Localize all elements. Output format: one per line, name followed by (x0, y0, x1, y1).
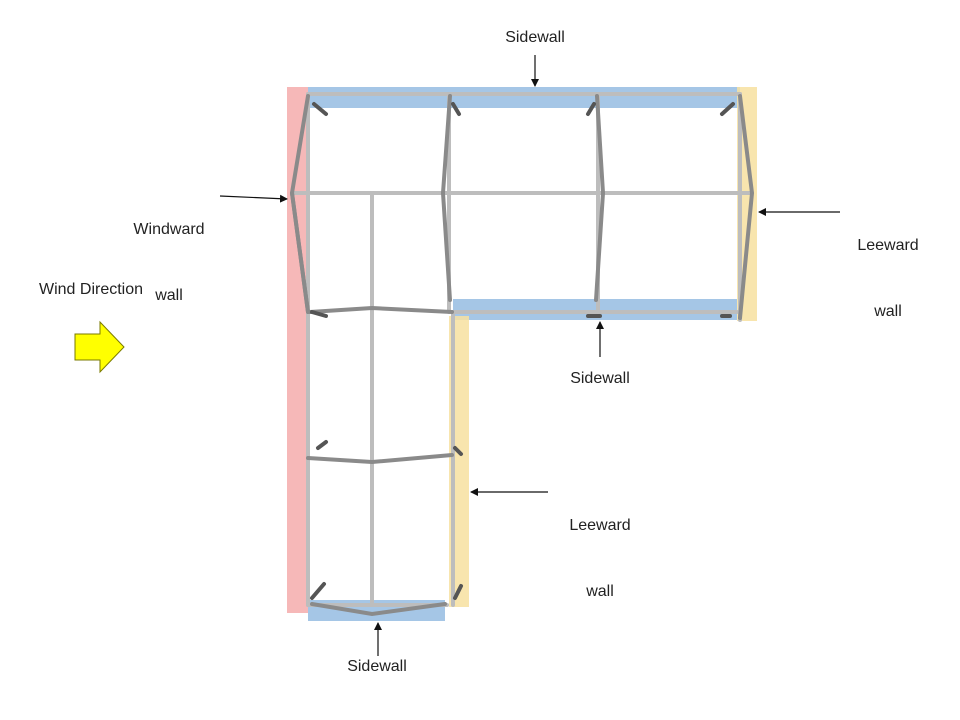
leeward-wall-top-label: Leeward wall (857, 191, 918, 367)
wind-direction-label: Wind Direction (39, 281, 144, 298)
frame-members (290, 92, 754, 607)
sidewall-bottom-label: Sidewall (347, 658, 407, 675)
windward-wall-band (287, 87, 308, 613)
leeward-bottom-label-line2: wall (586, 583, 614, 600)
sidewall-mid-label: Sidewall (570, 370, 630, 387)
sidewall-mid-band (453, 299, 737, 320)
annotation-arrows (219, 55, 840, 656)
leeward-wall-bottom-label: Leeward wall (569, 471, 630, 647)
leeward-bottom-label-line1: Leeward (569, 517, 631, 534)
bracing-members (289, 94, 755, 617)
windward-label-line1: Windward (133, 221, 205, 238)
corner-brackets (310, 102, 735, 600)
sidewall-top-label: Sidewall (505, 29, 565, 46)
arrow-windward (219, 194, 288, 203)
windward-label-line2: wall (155, 287, 183, 304)
windward-wall-label: Windward wall (133, 175, 204, 351)
leeward-top-label-line1: Leeward (857, 237, 919, 254)
sidewall-top-band (308, 87, 740, 108)
leeward-top-label-line2: wall (874, 303, 902, 320)
wind-direction-arrow (74, 320, 125, 374)
